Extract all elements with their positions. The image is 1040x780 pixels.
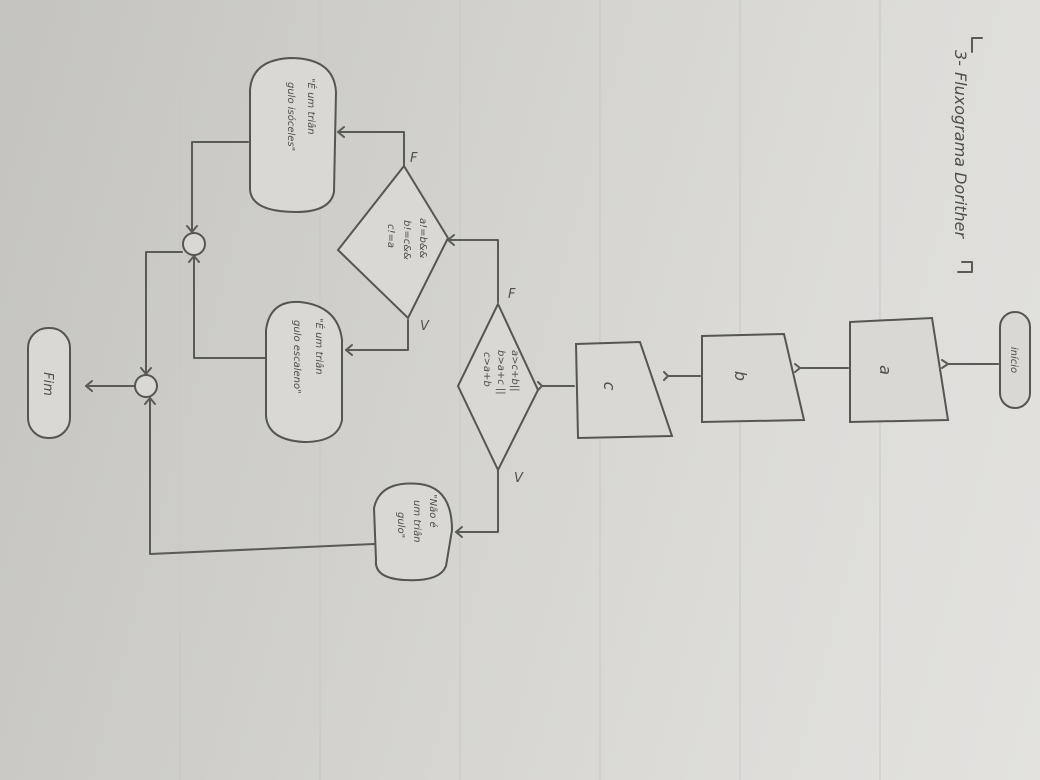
- output-not-line1: "Não é: [427, 494, 439, 528]
- end-label: Fim: [40, 372, 55, 396]
- output-not-triangle: "Não é um triân gulo": [372, 482, 454, 582]
- decision2-line3: c!=a: [385, 224, 396, 248]
- arrowhead-junction2-b: [186, 225, 198, 233]
- decision2-false-label: F: [410, 151, 418, 166]
- edge-not-junction1: [149, 397, 375, 555]
- decision2-line2: b!=c&&: [401, 220, 412, 260]
- title-group: 3- Fluxograma Dorither: [951, 37, 983, 273]
- output-not-line3: gulo": [395, 512, 406, 538]
- decision1-false-label: F: [508, 287, 516, 302]
- edge-decision1-true: [455, 469, 499, 533]
- title-number: 3-: [951, 50, 970, 66]
- decision2-true-label: V: [420, 319, 430, 334]
- start-terminal: início: [999, 311, 1031, 409]
- edge-decision2-true: [345, 319, 409, 351]
- edge-isosceles-junction: [191, 141, 249, 233]
- arrowhead-decision1: [537, 381, 543, 391]
- arrowhead-junction1-b: [144, 397, 156, 405]
- output-isosceles-shape: [249, 56, 338, 214]
- input-b-label: b: [731, 371, 750, 381]
- title-bracket-top: [971, 37, 983, 53]
- input-b: b: [701, 332, 806, 424]
- edge-decision1-false: [447, 239, 499, 303]
- arrowhead-c: [663, 371, 669, 381]
- input-a: a: [849, 316, 950, 424]
- input-c-label: c: [600, 382, 619, 391]
- connectors: [85, 126, 999, 555]
- input-a-label: a: [876, 365, 895, 375]
- edge-scalene-junction: [193, 255, 267, 359]
- arrowhead-end: [85, 380, 93, 392]
- decision2-diamond: [336, 164, 450, 320]
- arrowhead-a: [941, 359, 949, 369]
- output-scalene: "É um triân gulo escaleno": [265, 300, 343, 444]
- output-isosceles-line2: gulo isóceles": [285, 82, 297, 151]
- edge-junction2-junction1: [145, 251, 183, 375]
- output-scalene-line1: "É um triân: [313, 318, 326, 375]
- arrowhead-out-not: [455, 526, 463, 538]
- output-isosceles-line1: "É um triân: [305, 78, 318, 135]
- edge-decision2-false: [337, 131, 405, 166]
- junction-upper: [182, 232, 206, 256]
- input-a-shape: [849, 316, 950, 424]
- output-not-line2: um triân: [411, 500, 423, 543]
- arrowhead-scalene: [345, 344, 353, 356]
- input-c: c: [574, 340, 674, 440]
- decision1-true-label: V: [514, 471, 524, 486]
- output-isosceles: "É um triân gulo isóceles": [249, 56, 338, 214]
- output-not-shape: [372, 482, 454, 582]
- title-text: Fluxograma Dorither: [951, 72, 970, 239]
- decision2: a!=b&& b!=c&& c!=a F V: [336, 151, 450, 334]
- decision2-line1: a!=b&&: [417, 218, 428, 259]
- output-scalene-line2: gulo escaleno": [291, 320, 302, 394]
- start-shape: [999, 311, 1031, 409]
- decision1-diamond: [456, 301, 540, 473]
- decision1-line1: a>c+b||: [509, 350, 520, 391]
- arrowhead-isosceles: [337, 126, 345, 138]
- junction-lower: [134, 374, 158, 398]
- start-label: início: [1008, 347, 1020, 373]
- output-scalene-shape: [265, 300, 343, 444]
- decision1: a>c+b|| b>a+c || c>a+b F V: [456, 287, 540, 486]
- decision1-line3: c>a+b: [481, 352, 492, 387]
- input-b-shape: [701, 332, 806, 424]
- decision1-line2: b>a+c ||: [495, 350, 506, 395]
- arrowhead-b: [794, 363, 801, 373]
- input-c-shape: [574, 340, 674, 440]
- end-terminal: Fim: [27, 327, 71, 439]
- end-shape: [27, 327, 71, 439]
- title-bracket-bottom: [957, 261, 973, 273]
